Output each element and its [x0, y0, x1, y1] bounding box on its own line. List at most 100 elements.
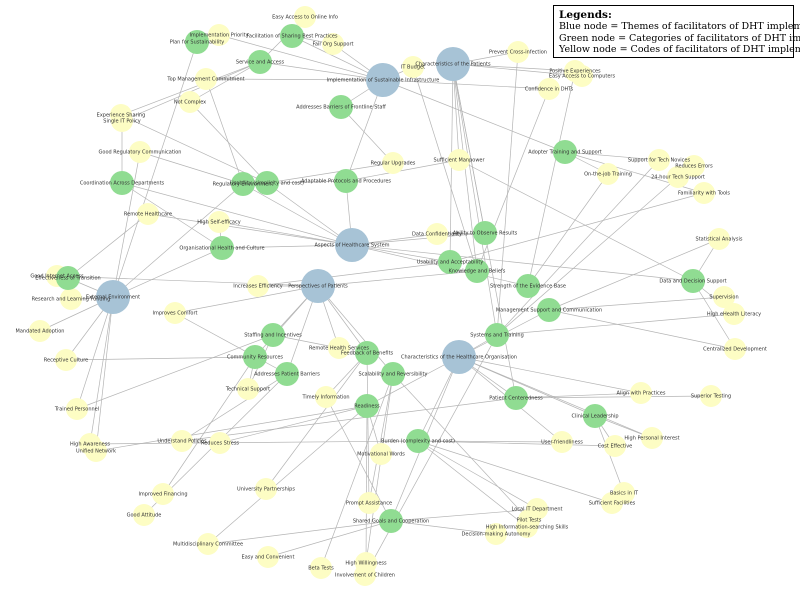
- edge-y52-c23: [368, 373, 394, 504]
- code-node-y52: [358, 492, 380, 514]
- category-node-c15: [516, 274, 540, 298]
- node-label-y46: Unified Network: [76, 449, 116, 455]
- node-label-y16: Support for Tech Novices: [628, 158, 691, 164]
- edge-t3-c9: [121, 182, 353, 246]
- node-label-c15: Strength of the Evidence Base: [490, 284, 566, 290]
- edge-c28-y54: [390, 508, 538, 522]
- edge-c23-y60: [320, 373, 394, 569]
- node-label-y22: High Self-efficacy: [197, 220, 240, 226]
- node-label-y34: Receptive Culture: [44, 358, 89, 364]
- edge-t1-c8: [345, 79, 384, 182]
- category-node-c6: [231, 172, 255, 196]
- edge-y45-c27: [89, 440, 419, 445]
- node-label-y43: User-friendliness: [541, 440, 583, 446]
- node-label-y54: Local IT Department: [512, 507, 563, 513]
- node-label-y50: University Partnerships: [237, 487, 295, 493]
- code-node-y2: [208, 24, 230, 46]
- code-node-y17: [683, 155, 705, 177]
- code-node-y18: [597, 163, 619, 185]
- node-label-c7: Usability (simplicity and cost): [230, 181, 304, 187]
- node-label-y24: Statistical Analysis: [696, 237, 743, 243]
- category-node-c9: [110, 171, 134, 195]
- node-label-y17: Reduces Errors: [675, 164, 713, 170]
- edge-y62-c18: [364, 334, 498, 576]
- edge-c28-y57: [390, 520, 497, 535]
- code-node-y38: [700, 385, 722, 407]
- node-label-c27: Burden (complexity and cost): [381, 439, 455, 445]
- edge-t6-y39: [76, 296, 114, 410]
- edge-t6-c6: [112, 183, 244, 298]
- node-label-t4: Perspectives of Patients: [288, 284, 348, 290]
- edge-t6-y13: [112, 151, 141, 298]
- node-label-y10: Not Complex: [174, 100, 206, 106]
- edge-t1-y8: [205, 78, 384, 81]
- code-node-y34: [55, 349, 77, 371]
- node-label-y39: Trained Personnel: [54, 407, 99, 413]
- edge-c27-y43: [417, 440, 563, 443]
- node-label-t5: Characteristics of the Healthcare Organi…: [401, 355, 517, 361]
- edge-t1-c3: [259, 61, 384, 81]
- category-node-c18: [485, 323, 509, 347]
- edge-t3-c6: [242, 183, 353, 246]
- edge-y56-c27: [417, 440, 528, 528]
- node-label-y45: High Awareness: [70, 442, 110, 448]
- edge-t3-c16: [351, 244, 694, 282]
- edge-c23-y61: [365, 373, 394, 564]
- edge-c28-y58: [207, 520, 392, 545]
- code-node-y24: [708, 228, 730, 250]
- edge-c28-y59: [267, 520, 392, 558]
- code-node-y30: [723, 303, 745, 325]
- edge-t2-c18: [452, 63, 498, 336]
- edge-t5-y36: [458, 356, 642, 394]
- node-label-c20: Feedback of Benefits: [341, 351, 394, 357]
- code-node-y19: [667, 166, 689, 188]
- edge-t4-c23: [317, 285, 394, 375]
- code-node-y48: [152, 483, 174, 505]
- node-label-y2: Implementation Priority: [189, 33, 248, 39]
- code-node-y7: [571, 65, 593, 87]
- edge-c3-y11: [120, 61, 261, 116]
- code-node-y56: [516, 516, 538, 538]
- node-label-c1: Facilitation of Sharing Best Practices: [246, 34, 337, 40]
- node-label-y62: Involvement of Children: [335, 573, 395, 579]
- legend-box: Legends: Blue node = Themes of facilitat…: [553, 5, 800, 58]
- edge-y41-c24: [181, 397, 517, 442]
- code-node-y33: [328, 337, 350, 359]
- code-node-y32: [724, 338, 746, 360]
- code-node-y21: [137, 203, 159, 225]
- code-node-y36: [630, 382, 652, 404]
- node-label-y61: High Willingness: [345, 561, 387, 567]
- node-label-c19: Staffing and Incentives: [244, 333, 302, 339]
- node-label-y26: Increases Efficiency: [233, 284, 282, 290]
- category-node-c4: [329, 95, 353, 119]
- node-label-c18: Systems and Training: [470, 333, 524, 339]
- node-label-y27: Research and Learning Funding: [32, 297, 111, 303]
- node-label-t6: External Environment: [86, 295, 140, 301]
- node-label-y7: Easy Access to Computers: [549, 74, 616, 80]
- code-node-y26: [247, 275, 269, 297]
- legend-code-entry: Yellow node = Codes of facilitators of D…: [559, 44, 800, 55]
- edge-t3-c10: [221, 244, 353, 249]
- edge-c7-y14: [266, 162, 394, 184]
- code-node-y4: [402, 56, 424, 78]
- category-node-c14: [56, 266, 80, 290]
- node-label-y8: Top Management Commitment: [166, 77, 244, 83]
- edge-y21-c14: [67, 213, 149, 279]
- edge-y11-c7: [120, 114, 268, 184]
- edge-c8-y15: [345, 159, 460, 182]
- edge-c17-y28: [548, 296, 725, 311]
- edge-y5-c18: [496, 51, 519, 336]
- node-label-y28: Supervision: [709, 295, 738, 301]
- category-node-c12: [438, 250, 462, 274]
- node-label-y60: Beta Tests: [308, 566, 334, 572]
- edge-t3-c7: [266, 182, 353, 246]
- code-node-y58: [197, 533, 219, 555]
- edge-c3-y10: [189, 61, 261, 103]
- node-label-y1: Easy Access to Online Info: [272, 15, 338, 21]
- category-node-c25: [355, 394, 379, 418]
- node-label-y48: Improved Financing: [138, 492, 187, 498]
- node-label-c23: Scalability and Reversibility: [359, 372, 428, 378]
- node-label-y3: Fair Org Support: [313, 42, 354, 48]
- node-label-c2: Plan for Sustainability: [170, 40, 225, 46]
